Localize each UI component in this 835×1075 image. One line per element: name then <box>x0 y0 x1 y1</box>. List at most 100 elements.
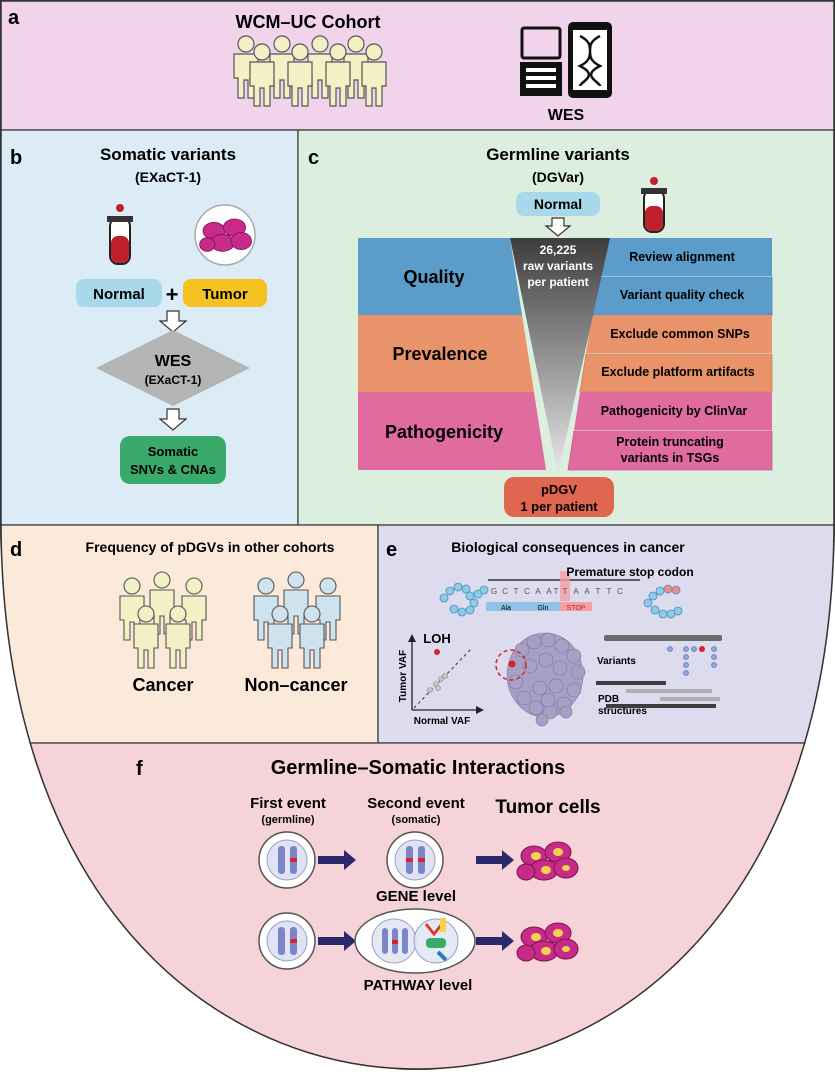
svg-text:T: T <box>607 587 612 596</box>
germline-normal-box <box>516 192 600 216</box>
variants-label: Variants <box>597 656 636 667</box>
normal-vaf-label: Normal VAF <box>414 716 471 727</box>
svg-text:A: A <box>573 587 579 596</box>
svg-text:C: C <box>502 587 508 596</box>
somatic-cell-icon <box>386 831 444 889</box>
pdb-bar-4 <box>606 704 716 708</box>
codon-gln-box <box>526 602 560 611</box>
plus-sign: + <box>166 282 179 307</box>
stop-codon-highlight <box>560 571 570 601</box>
step-clinvar: Pathogenicity by ClinVar <box>601 404 748 418</box>
panel-f-letter: f <box>136 758 143 780</box>
arrow-right-icon <box>476 850 514 870</box>
funnel-line3: per patient <box>527 275 588 289</box>
tumor-cells-label: Tumor cells <box>495 797 600 818</box>
funnel-count: 26,225 <box>540 243 577 257</box>
germline-cell-icon <box>258 912 316 970</box>
pdgv-line2: 1 per patient <box>520 499 598 514</box>
tumor-box <box>183 279 267 307</box>
tumor-label: Tumor <box>202 286 248 303</box>
panel-f-title: Germline–Somatic Interactions <box>271 757 566 779</box>
pdb-bar-1 <box>596 681 666 685</box>
svg-text:T: T <box>514 587 519 596</box>
stage-quality-label: Quality <box>403 267 464 287</box>
panel-c-title: Germline variants <box>486 145 630 164</box>
protein-bar <box>604 635 722 641</box>
dna-phone-icon <box>568 22 612 98</box>
blood-tube-icon <box>107 204 133 265</box>
pdb-bar-2 <box>626 689 712 693</box>
step-common-snps-box <box>586 315 772 353</box>
variant-funnel <box>510 238 610 474</box>
svg-text:T: T <box>596 587 601 596</box>
codon-stop-box <box>560 602 592 611</box>
tumor-nuclei <box>531 848 570 874</box>
tumor-cells-icon <box>516 841 579 881</box>
stage-quality-left <box>358 238 522 315</box>
second-event-label: Second event <box>367 795 465 812</box>
pdb-label-line2: structures <box>598 706 647 717</box>
panel-c-letter: c <box>308 147 319 169</box>
pathway-level-label: PATHWAY level <box>364 977 473 994</box>
tumor-vaf-label: Tumor VAF <box>398 650 409 702</box>
tumor-cells-icon <box>194 204 256 266</box>
wes-diamond <box>96 330 250 406</box>
step-variant-quality: Variant quality check <box>620 288 744 302</box>
panel-a-title: WCM–UC Cohort <box>236 12 381 32</box>
svg-text:G: G <box>491 587 497 596</box>
step-common-snps: Exclude common SNPs <box>610 327 750 341</box>
mutation-site-point <box>508 660 516 668</box>
svg-text:A: A <box>584 587 590 596</box>
arrow-right-icon <box>318 931 356 951</box>
panel-b-subtitle: (EXaCT-1) <box>135 169 201 185</box>
wes-diamond-subtitle: (EXaCT-1) <box>145 373 202 387</box>
svg-text:C: C <box>617 587 623 596</box>
step-platform-artifacts: Exclude platform artifacts <box>601 365 755 379</box>
germline-cell-icon <box>258 831 316 889</box>
germline-normal-label: Normal <box>534 196 582 212</box>
non-cancer-label: Non–cancer <box>244 675 347 695</box>
gene-level-label: GENE level <box>376 888 456 905</box>
pdb-label-line1: PDB <box>598 694 619 705</box>
variant-highlight-dot <box>699 646 705 652</box>
pdgv-line1: pDGV <box>541 482 577 497</box>
arrow-right-icon <box>476 931 514 951</box>
first-event-label: First event <box>250 795 326 812</box>
protein-chain-left-icon <box>439 582 489 617</box>
codon-gln: Gln <box>538 605 549 612</box>
somatic-result-box <box>120 436 226 484</box>
wes-label: WES <box>548 107 585 124</box>
panel-b-letter: b <box>10 147 22 169</box>
vaf-points <box>427 673 448 693</box>
panel-d-letter: d <box>10 539 22 561</box>
step-truncating-box <box>567 430 773 471</box>
codon-ala: Ala <box>501 605 511 612</box>
arrow-right-icon <box>318 850 356 870</box>
arrow-down-icon <box>544 217 572 237</box>
panel-e-title: Biological consequences in cancer <box>451 539 685 555</box>
panel-a-background <box>0 0 835 131</box>
svg-text:C: C <box>524 587 530 596</box>
tumor-nuclei <box>531 929 570 955</box>
svg-text:A: A <box>546 587 552 596</box>
funnel-line2: raw variants <box>523 259 593 273</box>
panel-a-letter: a <box>8 7 20 29</box>
variant-dots <box>667 646 717 676</box>
axis-arrow-icon <box>408 634 484 714</box>
premature-stop-label: Premature stop codon <box>566 565 693 579</box>
second-event-sub: (somatic) <box>392 814 441 826</box>
loh-label: LOH <box>423 631 450 646</box>
wes-diamond-title: WES <box>155 353 192 370</box>
svg-text:T: T <box>563 587 568 596</box>
panel-f-background <box>0 742 835 1070</box>
stage-pathogenicity-label: Pathogenicity <box>385 422 503 442</box>
svg-text:T: T <box>554 587 559 596</box>
codon-stop: STOP <box>567 605 586 612</box>
first-event-sub: (germline) <box>261 814 315 826</box>
pdb-bar-3 <box>660 697 720 701</box>
step-clinvar-box <box>574 392 772 430</box>
somatic-result-line1: Somatic <box>148 444 199 459</box>
